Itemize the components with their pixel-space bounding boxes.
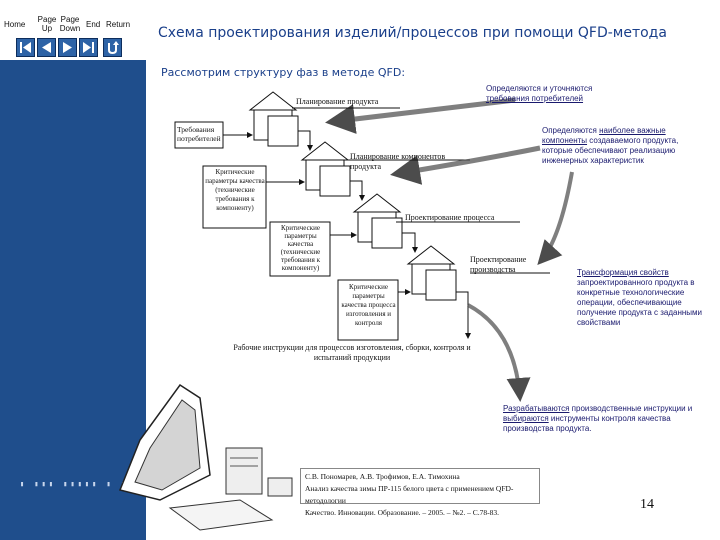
input-box-2	[202, 165, 267, 229]
reference-line-1: С.В. Пономарев, А.В. Трофимов, Е.А. Тимо…	[305, 472, 460, 481]
note-4-underlined-c: выбираются	[503, 414, 549, 423]
phase-label-3: Проектирование процесса	[405, 213, 495, 222]
note-1: Определяются и уточняются требования пот…	[486, 84, 636, 104]
last-page-icon	[83, 42, 94, 53]
page-up-button[interactable]	[37, 38, 56, 57]
intro-text: Рассмотрим структуру фаз в методе QFD:	[161, 66, 406, 79]
nav-page-up-label[interactable]: Page Up	[37, 15, 57, 33]
nav-home-label[interactable]: Home	[4, 20, 26, 29]
note-3-text: запроектированного продукта в конкретные…	[577, 278, 703, 327]
phase-label-1: Планирование продукта	[296, 97, 379, 106]
house-phase-3	[352, 193, 403, 249]
output-text: Рабочие инструкции для процессов изготов…	[233, 343, 471, 362]
input-text-3: Критические параметры качества (техничес…	[280, 224, 321, 272]
page-title: Схема проектирования изделий/процессов п…	[158, 25, 667, 41]
computer-illustration	[118, 383, 293, 531]
note-2-underlined: наиболее важные компоненты	[542, 126, 666, 145]
note-4-text-d: инструменты контроля качества производст…	[503, 414, 671, 433]
note-1-underlined: требования потребителей	[486, 94, 584, 103]
phase-label-2: Планирование компонентов продукта	[350, 152, 446, 171]
page-number: 14	[640, 497, 654, 512]
return-icon	[108, 41, 119, 55]
input-box-3	[269, 221, 331, 277]
note-2-text-c: создаваемого продукта, которые обеспечив…	[542, 136, 679, 165]
reference-box: С.В. Пономарев, А.В. Трофимов, Е.А. Тимо…	[300, 468, 540, 517]
house-phase-1	[248, 91, 299, 147]
note-4-underlined-a: Разрабатываются	[503, 404, 570, 413]
note-4: Разрабатываются производственные инструк…	[503, 404, 703, 434]
input-box-1	[174, 121, 224, 149]
nav-page-down-label[interactable]: Page Down	[59, 15, 81, 33]
sidebar	[0, 0, 146, 540]
input-text-1: Требования потребителей	[177, 125, 221, 143]
page-down-button[interactable]	[58, 38, 77, 57]
nav-end-label[interactable]: End	[86, 20, 101, 29]
note-2-text-a: Определяются	[542, 126, 597, 135]
input-box-4	[337, 279, 399, 341]
left-arrow-icon	[42, 42, 51, 53]
phase-label-4: Проектирование производства	[470, 255, 527, 274]
note-3-underlined: Трансформация свойств	[577, 268, 669, 277]
first-page-button[interactable]	[16, 38, 35, 57]
nav-return-label[interactable]: Return	[106, 20, 131, 29]
decorative-text: ▮ ▮▮▮ ▮▮▮▮▮ ▮ ▮▮▮ ▮▮▮▮	[20, 481, 179, 489]
note-4-text-b: производственные инструкции и	[571, 404, 693, 413]
return-button[interactable]	[103, 38, 122, 57]
input-text-2: Критические параметры качества (техничес…	[205, 168, 265, 212]
right-arrow-icon	[63, 42, 72, 53]
last-page-button[interactable]	[79, 38, 98, 57]
input-text-4: Критические параметры качества процесса …	[341, 283, 396, 327]
nav-bar: Home Page Up Page Down End Return	[0, 0, 146, 60]
house-phase-4	[406, 245, 457, 301]
note-2: Определяются наиболее важные компоненты …	[542, 126, 708, 166]
note-3: Трансформация свойств запроектированного…	[577, 268, 717, 328]
first-page-icon	[20, 42, 31, 53]
house-phase-2	[300, 141, 351, 197]
note-1-text: Определяются и уточняются	[486, 84, 593, 93]
reference-line-2: Анализ качества зимы ПР-115 белого цвета…	[305, 484, 514, 505]
reference-line-3: Качество. Инновации. Образование. – 2005…	[305, 508, 499, 517]
